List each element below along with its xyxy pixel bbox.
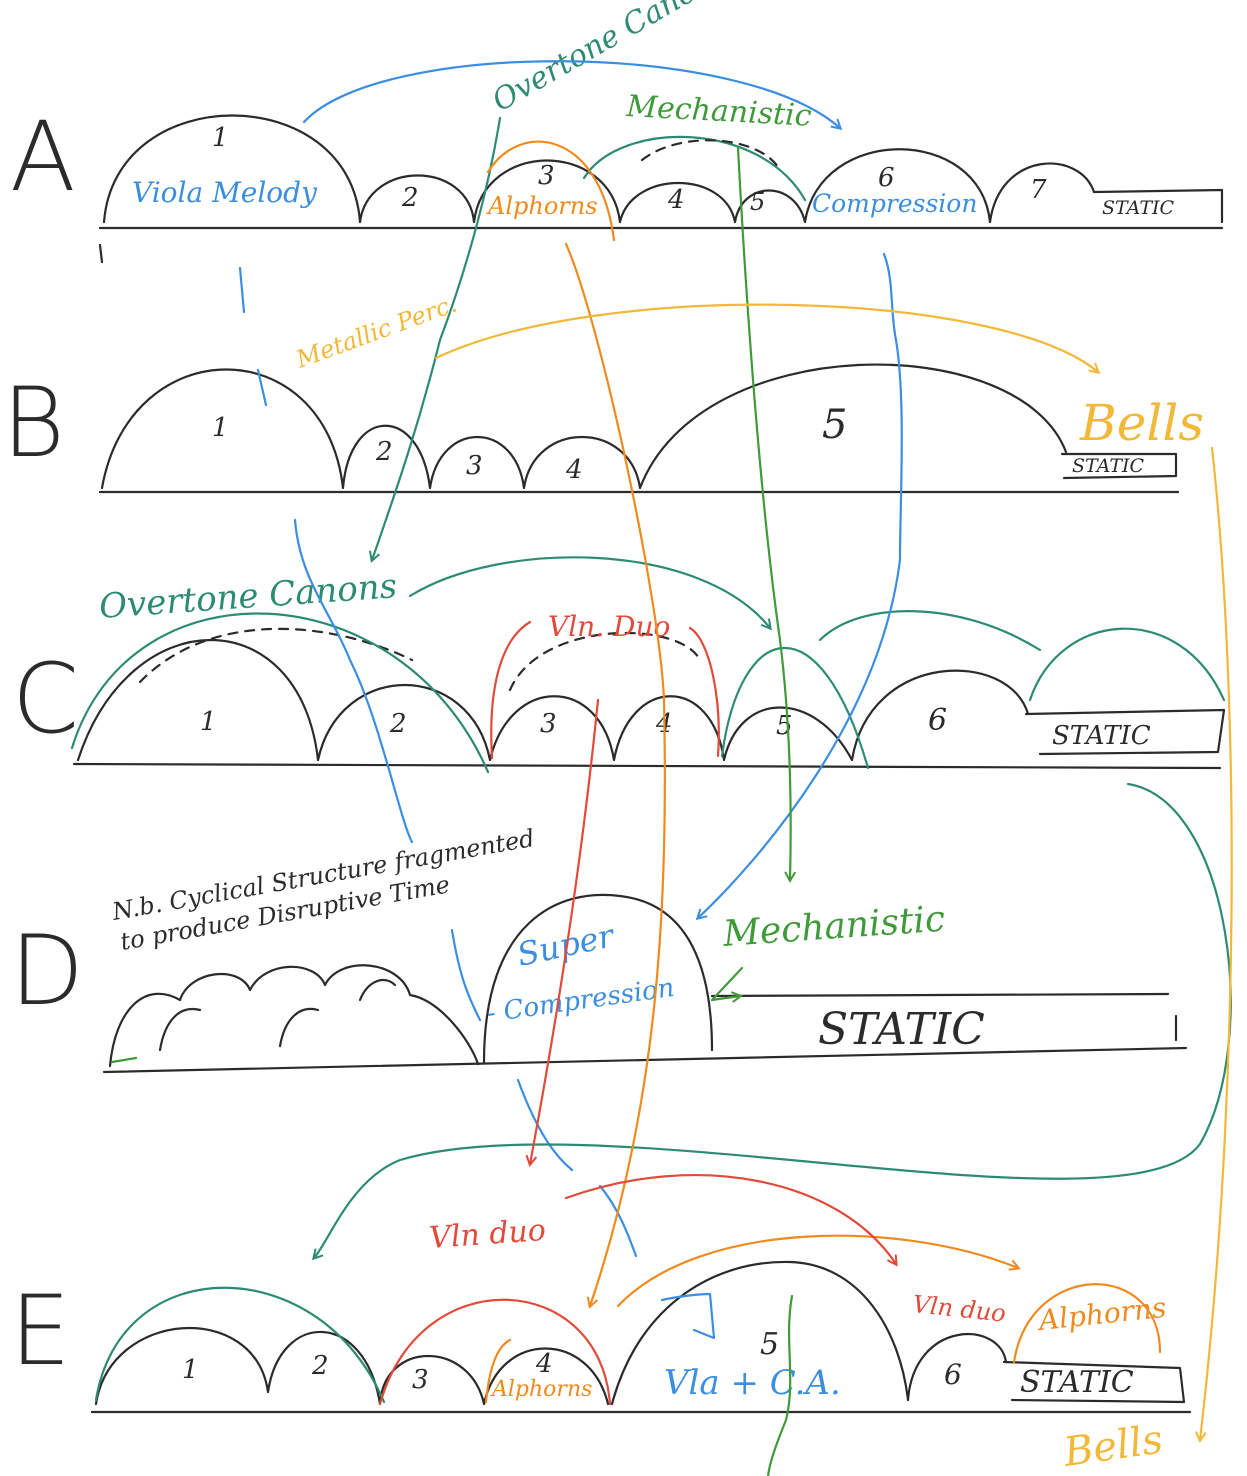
row-e-arch-2-number: 2 — [311, 1351, 329, 1381]
row-e-orange-arch-right — [1012, 1283, 1162, 1364]
row-e-red-arch — [378, 1298, 612, 1406]
row-c-letter: C — [12, 643, 79, 755]
arrow-vln-duo-e-across — [564, 1174, 898, 1267]
row-c-vln-duo-bracket — [490, 620, 720, 760]
row-b-arch-2-number: 2 — [375, 437, 393, 467]
connector-arrows — [238, 60, 1233, 1476]
row-e-orange-arch-left — [484, 1338, 512, 1404]
row-e-letter: E — [10, 1275, 71, 1387]
arrow-blue-bracket-e5 — [660, 1292, 716, 1340]
row-d-baseline — [102, 1046, 1188, 1074]
row-c-overtone-canons-label: Overtone Canons — [98, 566, 398, 627]
row-c-arch-2-number: 2 — [389, 709, 407, 739]
row-c-baseline — [72, 762, 1222, 770]
row-c-arch-6-number: 6 — [928, 703, 947, 738]
arrow-teal-right-loop-to-e — [311, 782, 1232, 1261]
row-e: E 1 2 3 4 5 6 STATIC Vln duo Alphorns Vl… — [10, 1213, 1192, 1476]
row-e-teal-arch — [94, 1286, 386, 1404]
row-e-alphorns-right-label: Alphorns — [1034, 1291, 1168, 1337]
arrow-mechanistic-a-to-d — [736, 146, 797, 884]
row-d-green-tick — [110, 1056, 138, 1064]
row-b: B 1 2 3 4 5 STATIC Metallic Perc. Bells — [2, 290, 1204, 494]
row-c-arch-5-number: 5 — [776, 711, 793, 741]
arrow-bells-to-bells — [1195, 446, 1233, 1444]
row-d-green-arrow — [710, 966, 742, 1000]
arrow-overtone-canons-a-to-c — [368, 116, 502, 563]
row-b-static-box — [1060, 452, 1178, 480]
row-c-arch-3-number: 3 — [540, 709, 557, 739]
row-e-vla-ca-label: Vla + C.A. — [664, 1363, 841, 1403]
arrow-alphorns-arc-a — [486, 140, 616, 242]
row-c-teal-arches — [70, 610, 1226, 774]
arrow-teal-mechanistic-arch — [582, 135, 807, 202]
row-c-vln-duo-label: Vln. Duo — [548, 610, 670, 643]
row-e-static-box — [1002, 1360, 1186, 1404]
row-c-arch-1-number: 1 — [200, 707, 217, 737]
arrow-metallic-to-bells — [434, 303, 1101, 374]
row-a-arch-4-number: 4 — [667, 185, 685, 215]
row-a-arch-1-number: 1 — [212, 123, 229, 153]
row-a-letter: A — [10, 101, 76, 213]
arrow-alphorns-e-across — [616, 1234, 1021, 1308]
arrow-teal-c-dash-arc-a — [640, 139, 782, 172]
row-a-arch-5-number: 5 — [750, 188, 765, 216]
row-a-arches — [102, 114, 1096, 224]
row-b-letter: B — [2, 367, 65, 479]
row-e-arches — [94, 1260, 1008, 1406]
row-e-arch-4-number: 4 — [535, 1349, 553, 1379]
row-c-dashed-arc-1 — [138, 627, 414, 684]
row-b-arches — [100, 363, 1068, 490]
arrow-vln-duo-c-to-e — [525, 698, 600, 1168]
arrow-compression-to-super — [695, 252, 903, 921]
row-a-static-box — [1092, 188, 1224, 224]
row-b-static-label: STATIC — [1072, 455, 1145, 477]
row-c-static-label: STATIC — [1052, 721, 1151, 751]
row-e-vln-duo-label: Vln duo — [428, 1213, 547, 1256]
row-e-bells-label: Bells — [1060, 1417, 1166, 1476]
row-e-arch-3-number: 3 — [412, 1365, 429, 1395]
row-a-tick — [98, 243, 104, 264]
row-a-arch-7-number: 7 — [1030, 175, 1047, 205]
row-a-compression-label: Compression — [812, 189, 977, 218]
row-d-mechanistic-label: Mechanistic — [721, 899, 947, 955]
row-b-bells-label: Bells — [1079, 394, 1204, 452]
row-e-arch-6-number: 6 — [944, 1358, 962, 1391]
arrow-viola-descending — [238, 266, 482, 1022]
row-b-arch-4-number: 4 — [565, 455, 583, 485]
row-e-vln-duo-2-label: Vln duo — [911, 1290, 1007, 1328]
row-d-super-compression-arch — [482, 893, 714, 1064]
row-a-arch-3-number: 3 — [538, 161, 555, 191]
arrow-alphorns-a-to-e — [564, 242, 666, 1309]
row-a-alphorns-label: Alphorns — [486, 192, 598, 220]
row-a-arch-6-number: 6 — [878, 163, 895, 193]
row-d: D N.b. Cyclical Structure fragmented to … — [10, 824, 1188, 1074]
row-a: A 1 2 3 4 5 6 7 STATIC Viola Melody Alph… — [10, 0, 1224, 264]
row-d-letter: D — [10, 915, 84, 1027]
row-b-arch-3-number: 3 — [466, 451, 483, 481]
arrow-viola-to-compression — [302, 60, 843, 131]
row-a-viola-melody-label: Viola Melody — [132, 176, 318, 209]
arrow-overtone-c-across — [408, 556, 772, 631]
row-d-compression-label: - Compression — [485, 973, 676, 1029]
row-c-arches — [76, 639, 1030, 762]
row-c: C 1 2 3 4 5 6 STATIC Overtone Canons Vln… — [12, 566, 1226, 774]
row-e-static-label: STATIC — [1020, 1365, 1134, 1400]
row-c-dashed-arc-2 — [508, 631, 702, 692]
row-d-static-box — [710, 992, 1178, 1042]
row-b-arch-5-number: 5 — [822, 402, 847, 448]
row-a-static-label: STATIC — [1102, 197, 1175, 219]
row-e-arch-5-number: 5 — [760, 1327, 779, 1362]
row-d-small-arches — [108, 964, 480, 1068]
row-c-static-box — [1024, 708, 1226, 756]
row-a-arch-2-number: 2 — [401, 183, 419, 213]
row-e-alphorns-in-4-label: Alphorns — [490, 1377, 592, 1402]
arrow-green-e-vertical — [766, 1294, 794, 1476]
row-e-arch-1-number: 1 — [182, 1355, 199, 1385]
row-d-static-label: STATIC — [818, 1004, 985, 1055]
row-b-arch-1-number: 1 — [212, 413, 229, 443]
